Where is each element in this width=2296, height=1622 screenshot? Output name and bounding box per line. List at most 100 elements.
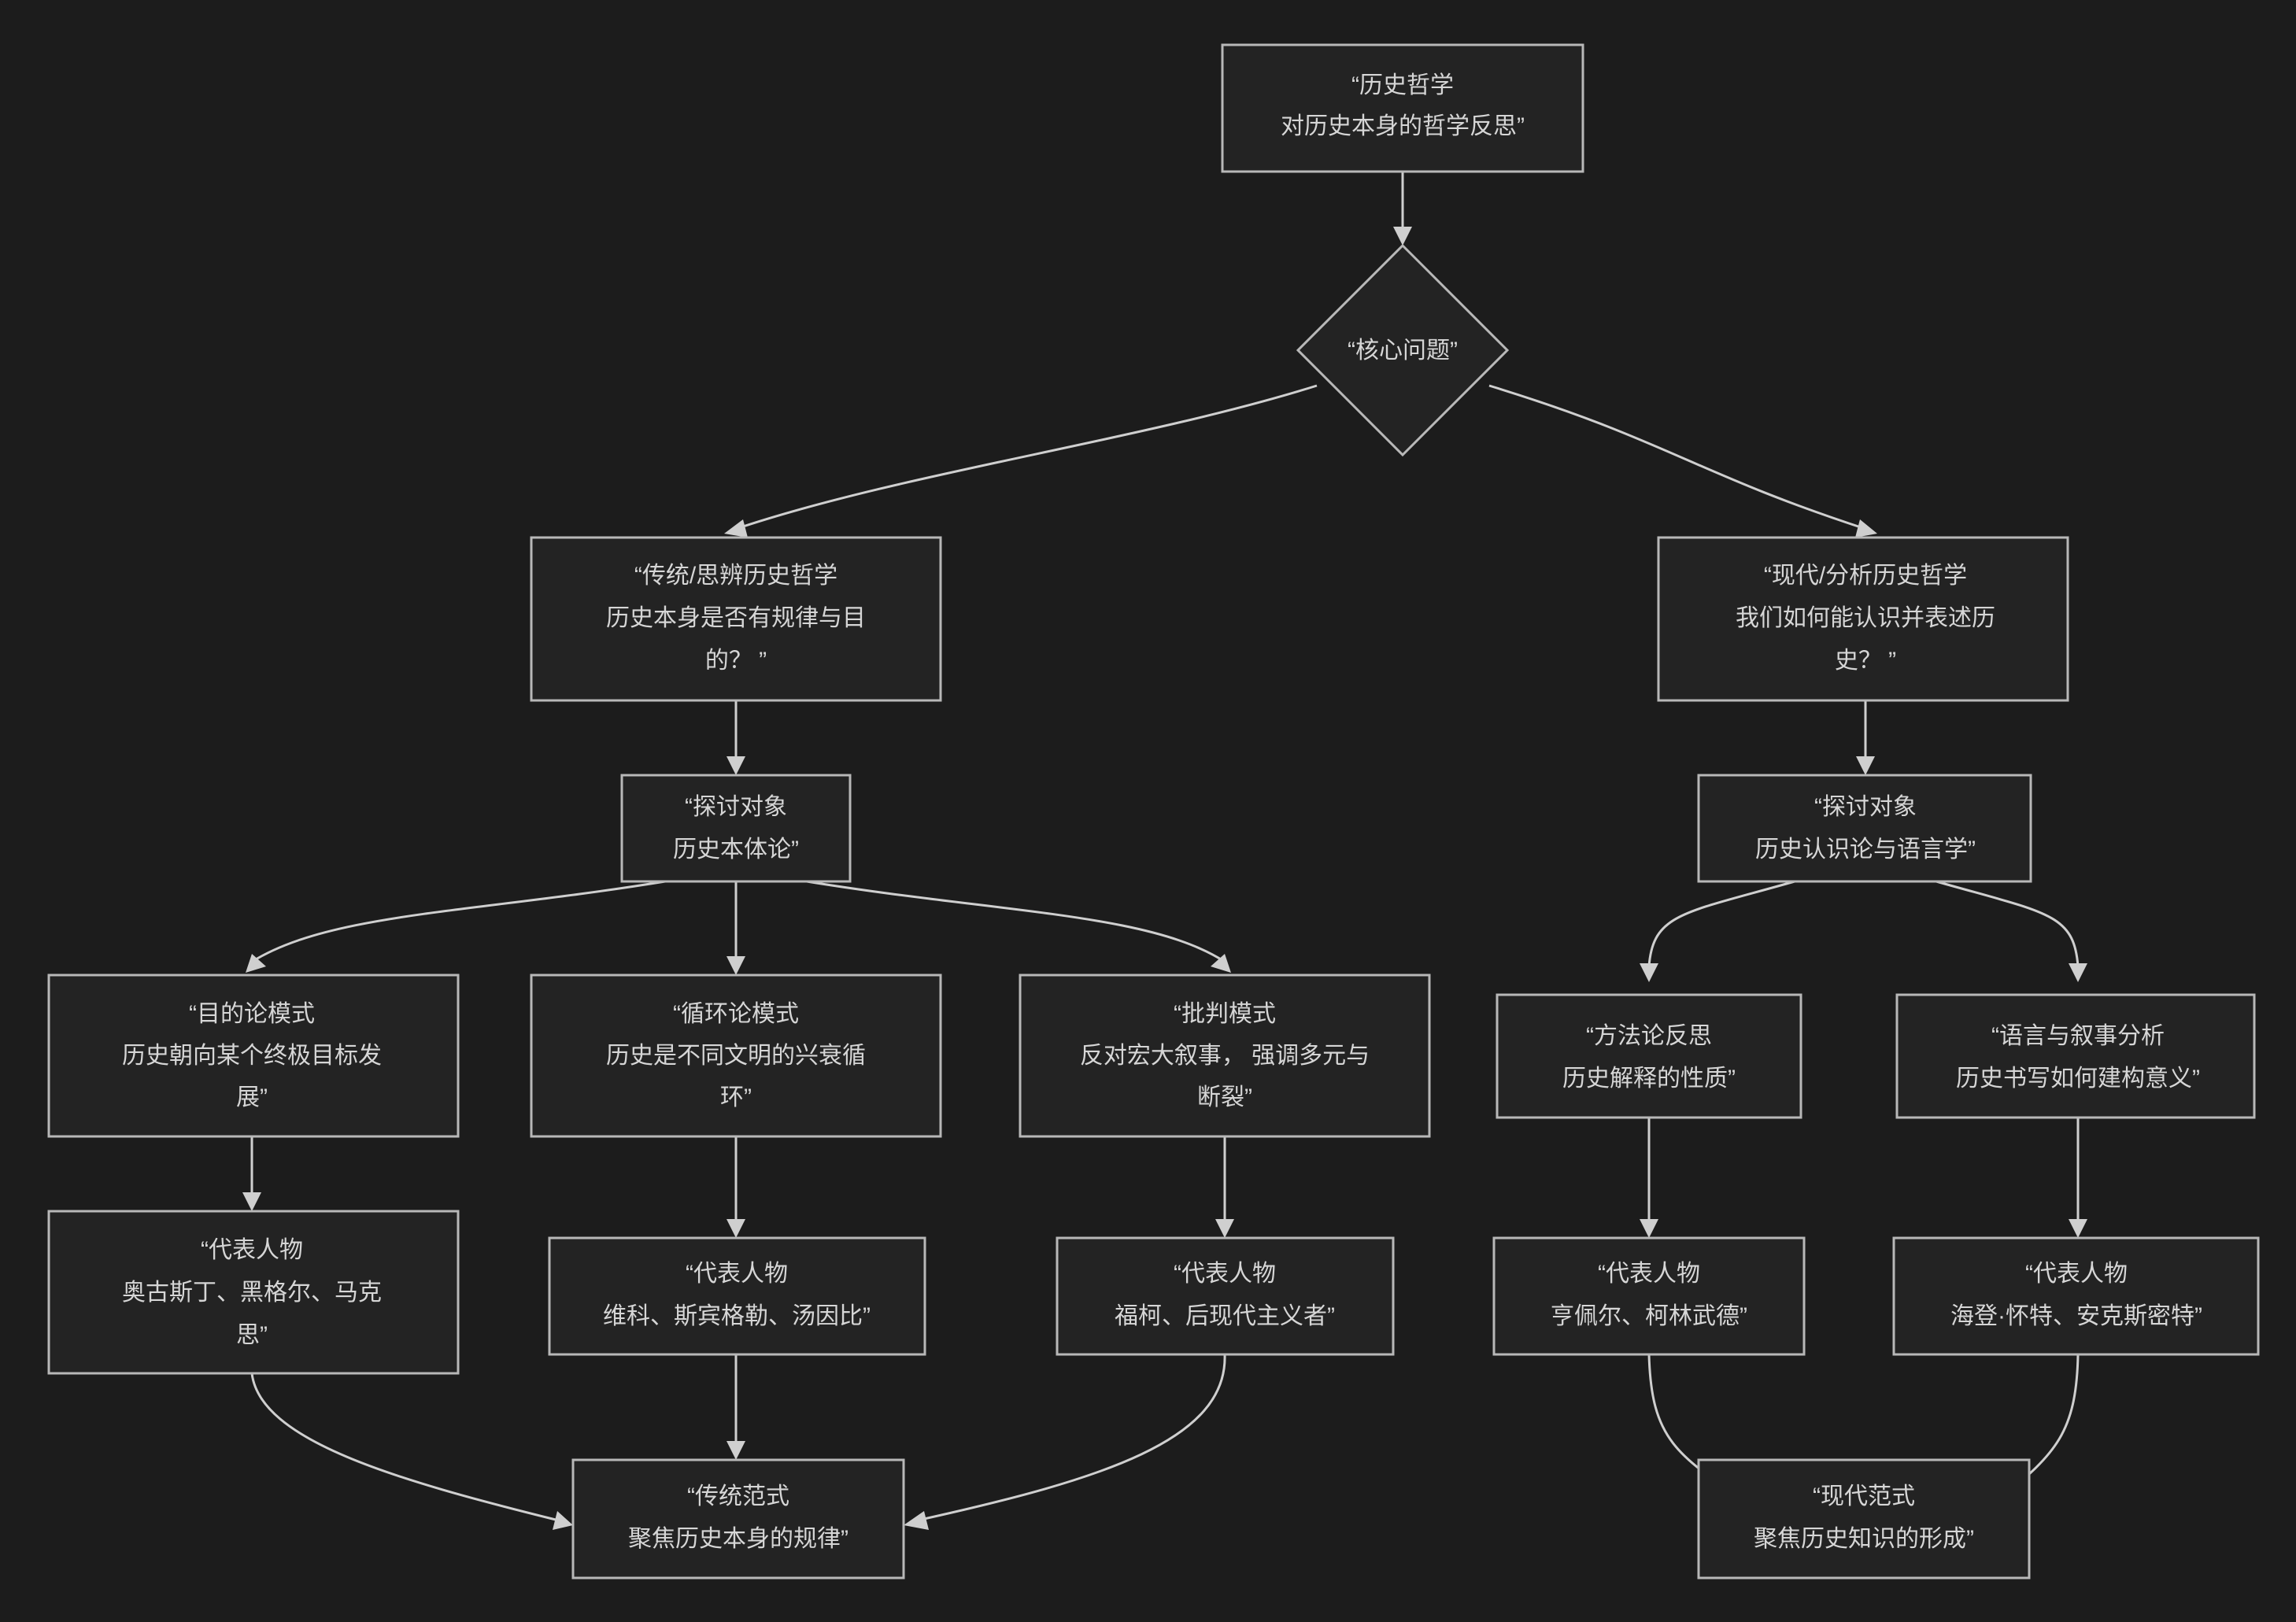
node-trad-paradigm-box[interactable] [571, 1458, 905, 1580]
edge-arrow-core-to-modern [1855, 519, 1877, 538]
node-teleology-line1: “目的论模式 [189, 1001, 315, 1027]
node-language-line2: 历史书写如何建构意义” [1956, 1066, 2200, 1092]
node-critical-box[interactable] [1019, 974, 1431, 1138]
node-critical[interactable]: “批判模式 反对宏大叙事， 强调多元与 断裂” [1019, 974, 1431, 1138]
node-trad-paradigm[interactable]: “传统范式 聚焦历史本身的规律” [571, 1458, 905, 1580]
node-mod-object[interactable]: “探讨对象 历史认识论与语言学” [1697, 774, 2032, 883]
edge-trad-object-to-critical [806, 880, 1226, 963]
node-traditional-line2: 历史本身是否有规律与目 [606, 605, 866, 631]
node-modern-line3: 史？ ” [1835, 648, 1896, 674]
node-modern-box[interactable] [1657, 536, 2069, 702]
node-modern[interactable]: “现代/分析历史哲学 我们如何能认识并表述历 史？ ” [1657, 536, 2069, 702]
node-trad-object[interactable]: “探讨对象 历史本体论” [620, 774, 852, 883]
edge-arrow-mod-object-to-methodology [1640, 963, 1658, 982]
node-modern-line1: “现代/分析历史哲学 [1764, 563, 1967, 589]
edge-arrow-figures-critical-to-trad-paradigm [904, 1511, 929, 1530]
edge-mod-object-to-language [1936, 880, 2080, 967]
node-core-diamond[interactable] [1296, 243, 1510, 457]
node-traditional-line3: 的？ ” [705, 648, 767, 674]
node-cyclical-line1: “循环论模式 [673, 1001, 799, 1027]
edge-arrow-figures-teleology-to-trad-paradigm [553, 1511, 573, 1530]
node-mod-paradigm-box[interactable] [1697, 1458, 2031, 1580]
node-figures-methodology-line1: “代表人物 [1598, 1261, 1700, 1287]
node-mod-object-line2: 历史认识论与语言学” [1755, 837, 1976, 863]
node-figures-teleology[interactable]: “代表人物 奥古斯丁、黑格尔、马克 思” [47, 1210, 460, 1375]
edge-trad-object-to-teleology [251, 880, 666, 963]
node-figures-cyclical[interactable]: “代表人物 维科、斯宾格勒、汤因比” [548, 1236, 926, 1356]
node-critical-line2: 反对宏大叙事， 强调多元与 [1080, 1043, 1370, 1069]
node-mod-paradigm-line2: 聚焦历史知识的形成” [1754, 1526, 1974, 1552]
edge-arrow-core-to-traditional [724, 519, 748, 538]
node-teleology-line3: 展” [236, 1084, 268, 1110]
node-figures-language-line1: “代表人物 [2025, 1261, 2128, 1287]
edge-arrow-critical-to-figures [1215, 1219, 1234, 1238]
node-language-line1: “语言与叙事分析 [1991, 1023, 2165, 1049]
node-methodology-box[interactable] [1496, 993, 1802, 1119]
node-traditional-line1: “传统/思辨历史哲学 [634, 563, 837, 589]
node-figures-cyclical-line2: 维科、斯宾格勒、汤因比” [603, 1303, 871, 1329]
node-cyclical-box[interactable] [530, 974, 942, 1138]
edge-arrow-modern-to-mod-object [1856, 756, 1875, 775]
node-mod-paradigm-line1: “现代范式 [1813, 1483, 1915, 1509]
node-figures-language[interactable]: “代表人物 海登·怀特、安克斯密特” [1892, 1236, 2260, 1356]
node-figures-methodology[interactable]: “代表人物 亨佩尔、柯林武德” [1492, 1236, 1806, 1356]
edge-core-to-modern [1488, 384, 1866, 530]
node-methodology-line2: 历史解释的性质” [1562, 1066, 1736, 1092]
node-teleology[interactable]: “目的论模式 历史朝向某个终极目标发 展” [47, 974, 460, 1138]
node-critical-line3: 断裂” [1197, 1084, 1252, 1110]
node-language[interactable]: “语言与叙事分析 历史书写如何建构意义” [1895, 993, 2256, 1119]
node-cyclical-line2: 历史是不同文明的兴衰循 [606, 1043, 866, 1069]
node-critical-line1: “批判模式 [1174, 1001, 1276, 1027]
edge-arrow-trad-object-to-critical [1211, 954, 1231, 973]
node-figures-teleology-line3: 思” [236, 1322, 268, 1348]
node-figures-language-box[interactable] [1892, 1236, 2260, 1356]
node-language-box[interactable] [1895, 993, 2256, 1119]
node-mod-object-line1: “探讨对象 [1814, 794, 1917, 820]
node-figures-critical-line1: “代表人物 [1174, 1261, 1276, 1287]
edge-figures-critical-to-trad-paradigm [916, 1354, 1226, 1522]
node-root-box[interactable] [1221, 43, 1584, 173]
node-trad-paradigm-line1: “传统范式 [687, 1483, 789, 1509]
edge-arrow-teleology-to-figures [242, 1192, 261, 1211]
node-layer: “历史哲学 对历史本身的哲学反思” “核心问题” “传统/思辨历史哲学 历史本身… [47, 43, 2260, 1580]
node-figures-teleology-line2: 奥古斯丁、黑格尔、马克 [122, 1280, 382, 1306]
node-trad-object-line1: “探讨对象 [685, 794, 787, 820]
edge-arrow-cyclical-to-figures [727, 1219, 745, 1238]
node-cyclical-line3: 环” [720, 1084, 752, 1110]
node-root-line1: “历史哲学 [1351, 72, 1454, 98]
edge-arrow-mod-object-to-language [2069, 963, 2087, 982]
edge-arrow-trad-object-to-teleology [246, 954, 266, 973]
node-methodology-line1: “方法论反思 [1586, 1023, 1712, 1049]
edge-arrow-trad-object-to-cyclical [727, 956, 745, 975]
node-figures-critical-line2: 福柯、后现代主义者” [1115, 1303, 1335, 1329]
node-core[interactable]: “核心问题” [1296, 243, 1510, 457]
edge-core-to-traditional [735, 384, 1318, 530]
node-cyclical[interactable]: “循环论模式 历史是不同文明的兴衰循 环” [530, 974, 942, 1138]
node-methodology[interactable]: “方法论反思 历史解释的性质” [1496, 993, 1802, 1119]
node-figures-critical-box[interactable] [1056, 1236, 1395, 1356]
node-trad-object-line2: 历史本体论” [673, 837, 799, 863]
node-traditional-box[interactable] [530, 536, 942, 702]
node-root-line2: 对历史本身的哲学反思” [1281, 113, 1525, 139]
node-figures-methodology-box[interactable] [1492, 1236, 1806, 1356]
edge-figures-teleology-to-trad-paradigm [250, 1373, 560, 1522]
edge-arrow-methodology-to-figures [1640, 1219, 1658, 1238]
node-modern-line2: 我们如何能认识并表述历 [1736, 605, 1995, 631]
node-trad-paradigm-line2: 聚焦历史本身的规律” [628, 1526, 849, 1552]
node-figures-teleology-line1: “代表人物 [201, 1237, 303, 1263]
node-trad-object-box[interactable] [620, 774, 852, 883]
node-figures-critical[interactable]: “代表人物 福柯、后现代主义者” [1056, 1236, 1395, 1356]
node-mod-object-box[interactable] [1697, 774, 2032, 883]
node-figures-cyclical-box[interactable] [548, 1236, 926, 1356]
edge-arrow-language-to-figures [2069, 1219, 2087, 1238]
node-figures-language-line2: 海登·怀特、安克斯密特” [1950, 1303, 2202, 1329]
node-root[interactable]: “历史哲学 对历史本身的哲学反思” [1221, 43, 1584, 173]
node-teleology-line2: 历史朝向某个终极目标发 [122, 1043, 382, 1069]
node-teleology-box[interactable] [47, 974, 460, 1138]
node-traditional[interactable]: “传统/思辨历史哲学 历史本身是否有规律与目 的？ ” [530, 536, 942, 702]
edge-mod-object-to-methodology [1647, 880, 1795, 967]
node-figures-teleology-box[interactable] [47, 1210, 460, 1375]
node-mod-paradigm[interactable]: “现代范式 聚焦历史知识的形成” [1697, 1458, 2031, 1580]
node-figures-cyclical-line1: “代表人物 [686, 1261, 788, 1287]
